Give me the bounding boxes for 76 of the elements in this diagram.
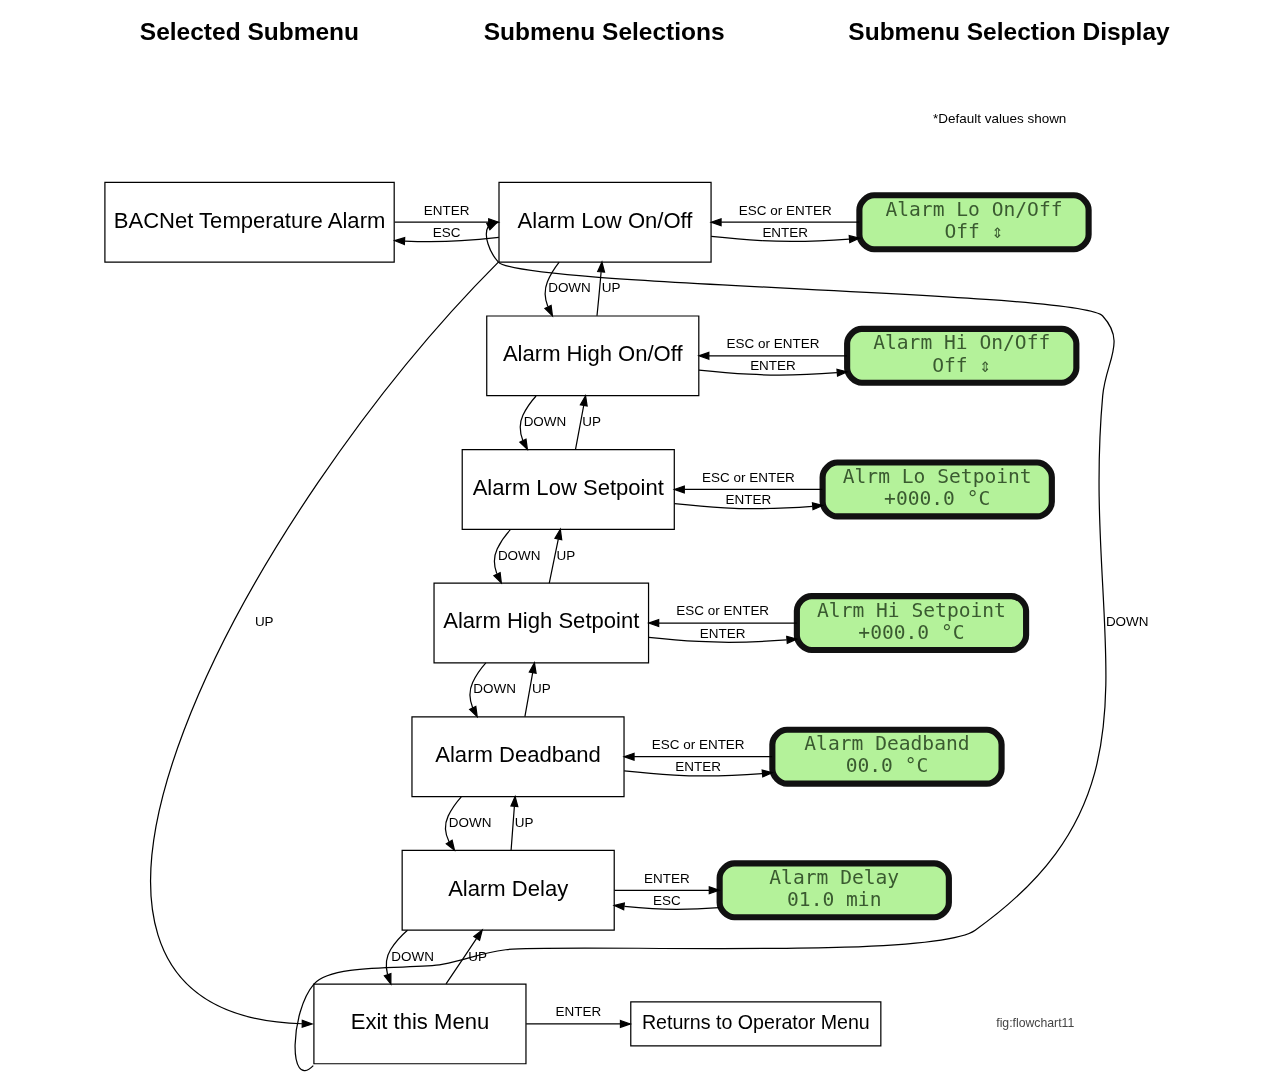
label: *Default values shown xyxy=(932,111,1066,127)
label: Submenu Selection Display xyxy=(847,18,1170,46)
edge-label: ESC xyxy=(652,892,681,908)
edge-label: ENTER xyxy=(643,870,690,886)
arrow xyxy=(647,635,799,645)
node-box: Alarm Delay xyxy=(401,849,615,931)
edge-label: DOWN xyxy=(1105,614,1149,630)
node-box: Alarm Hi On/Off Off ⇕ xyxy=(843,325,1079,386)
node-box: Alarm Deadband 00.0 °C xyxy=(768,726,1005,787)
node-box: Alarm Deadband xyxy=(410,716,625,798)
arrow xyxy=(294,221,1115,1071)
edge-label: DOWN xyxy=(390,948,434,964)
node-box: Alarm High On/Off xyxy=(485,315,699,397)
edge-label: DOWN xyxy=(472,681,516,697)
label: Submenu Selections xyxy=(483,18,725,46)
node-box: Alarm Low Setpoint xyxy=(461,449,675,530)
edge-label: ESC or ENTER xyxy=(738,202,832,218)
arrow xyxy=(611,902,720,911)
arrow xyxy=(672,485,823,494)
arrow xyxy=(444,796,462,852)
node-box: Returns to Operator Menu xyxy=(629,1001,881,1047)
edge-label: ESC xyxy=(432,224,460,240)
node-box: Alrm Lo Setpoint +000.0 °C xyxy=(819,459,1055,520)
arrow xyxy=(382,929,408,986)
arrow xyxy=(696,351,848,361)
edge-label: ENTER xyxy=(749,358,796,374)
arrow xyxy=(646,618,797,628)
arrow xyxy=(574,393,588,450)
edge-label: ENTER xyxy=(423,202,469,218)
arrow xyxy=(595,260,605,317)
arrow xyxy=(509,794,519,851)
edge-label: UP xyxy=(254,614,274,630)
edge-label: ESC or ENTER xyxy=(651,737,745,753)
arrow xyxy=(523,661,537,718)
edge-label: ESC or ENTER xyxy=(726,336,819,352)
node-box: Alarm High Setpoint xyxy=(432,582,649,664)
edge-label: DOWN xyxy=(523,414,566,430)
arrow xyxy=(613,886,721,895)
edge-label: ENTER xyxy=(725,491,771,507)
node-box: Alrm Hi Setpoint +000.0 °C xyxy=(793,593,1029,654)
edge-label: UP xyxy=(601,280,621,296)
arrow xyxy=(468,662,486,719)
arrow xyxy=(392,236,499,246)
edge-label: ESC or ENTER xyxy=(675,603,769,619)
arrow xyxy=(621,752,773,761)
arrow xyxy=(149,261,499,1029)
edge-label: UP xyxy=(531,681,551,697)
edge-label: ENTER xyxy=(761,224,808,240)
arrow xyxy=(444,928,483,985)
edge-label: DOWN xyxy=(448,814,492,830)
arrow xyxy=(518,395,537,452)
arrow xyxy=(673,502,824,511)
node-box: BACNet Temperature Alarm xyxy=(103,181,395,263)
node-box: Alarm Delay 01.0 min xyxy=(716,860,952,921)
edge-label: ESC or ENTER xyxy=(701,469,795,485)
edge-label: DOWN xyxy=(547,280,591,296)
edge-label: UP xyxy=(581,414,601,430)
edge-label: ENTER xyxy=(699,625,746,641)
arrow xyxy=(492,528,511,585)
arrow xyxy=(525,1019,632,1029)
edge-label: UP xyxy=(555,547,575,563)
arrow xyxy=(543,261,560,318)
edge-label: ENTER xyxy=(674,759,721,775)
label: Selected Submenu xyxy=(139,18,359,46)
arrow xyxy=(710,234,861,244)
edge-label: UP xyxy=(514,814,533,830)
arrow xyxy=(697,368,849,377)
node-box: Exit this Menu xyxy=(312,983,527,1065)
arrow xyxy=(708,217,860,227)
arrow xyxy=(623,769,774,778)
label: fig:flowchart11 xyxy=(995,1015,1074,1030)
arrow xyxy=(548,527,562,584)
node-box: Alarm Lo On/Off Off ⇕ xyxy=(855,192,1092,253)
node-box: Alarm Low On/Off xyxy=(497,181,712,263)
edge-label: ENTER xyxy=(555,1004,601,1020)
edge-label: DOWN xyxy=(497,547,541,563)
